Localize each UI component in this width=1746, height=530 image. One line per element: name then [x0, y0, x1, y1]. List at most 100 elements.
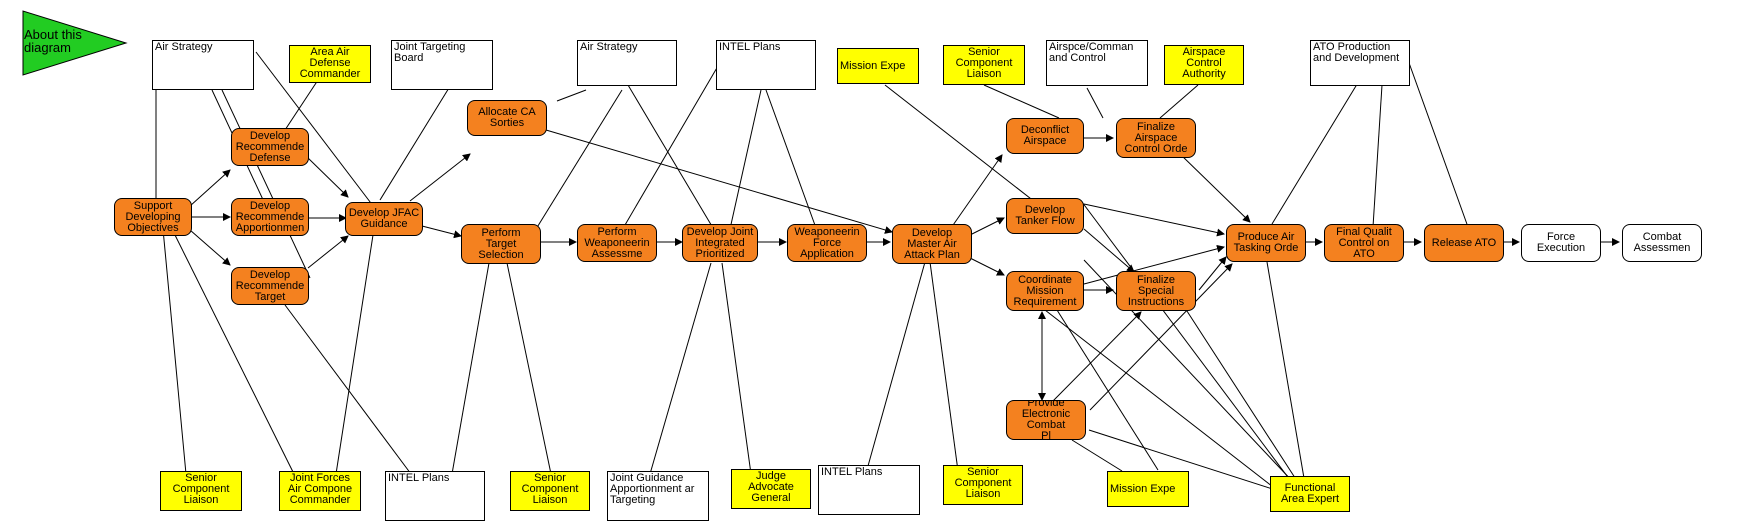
- connector-line: [284, 79, 319, 131]
- ref-label: INTEL Plans: [388, 472, 450, 484]
- ref-label: Airspce/Comman and Control: [1049, 41, 1134, 64]
- flow-arrow: [1083, 203, 1225, 237]
- flow-arrow: [189, 169, 231, 207]
- connector-line: [335, 234, 374, 475]
- connector-line: [627, 84, 714, 229]
- ref-label: Joint Forces Air Compone Commander: [287, 472, 353, 506]
- process-develop-recommended-apportionment[interactable]: Develop Recommende Apportionmen: [231, 198, 309, 236]
- process-support-developing-objectives[interactable]: Support Developing Objectives: [114, 198, 192, 236]
- flow-arrow: [421, 225, 462, 239]
- process-coordinate-mission-requirements[interactable]: Coordinate Mission Requirement: [1006, 271, 1084, 311]
- connector-line: [1159, 84, 1199, 119]
- connector-line: [284, 304, 412, 475]
- ref-label: Judge Advocate General: [748, 470, 794, 504]
- process-produce-air-tasking-order[interactable]: Produce Air Tasking Orde: [1226, 224, 1306, 262]
- ref-label: Mission Expe: [1110, 482, 1176, 495]
- connector-line: [1088, 429, 1283, 493]
- flow-arrow: [1083, 228, 1135, 273]
- ref-label: Senior Component Liaison: [955, 46, 1013, 80]
- ref-senior-component-liaison-top: Senior Component Liaison: [943, 45, 1025, 85]
- flow-arrow: [1089, 263, 1233, 411]
- ref-label: Joint Targeting Board: [394, 41, 466, 64]
- process-label: Combat Assessmen: [1633, 231, 1691, 254]
- connector-line: [221, 89, 311, 279]
- ref-judge-advocate-general: Judge Advocate General: [731, 469, 811, 509]
- connector-line: [1081, 201, 1294, 485]
- process-finalize-airspace-control-order[interactable]: Finalize Airspace Control Orde: [1116, 118, 1196, 158]
- flow-arrow: [950, 154, 1003, 229]
- ref-label: Airspace Control Authority: [1182, 46, 1226, 80]
- connector-line: [1372, 84, 1383, 228]
- process-release-ato[interactable]: Release ATO: [1424, 224, 1504, 262]
- ref-senior-component-liaison-3: Senior Component Liaison: [943, 465, 1023, 505]
- flow-arrow: [1051, 311, 1142, 403]
- process-deconflict-airspace[interactable]: Deconflict Airspace: [1006, 118, 1084, 154]
- ref-intel-plans-top: INTEL Plans: [716, 40, 816, 90]
- connector-line: [1071, 439, 1123, 472]
- process-develop-joint-integrated-prioritized[interactable]: Develop Joint Integrated Prioritized: [682, 224, 758, 262]
- connector-line: [1184, 307, 1300, 485]
- flow-arrow: [409, 153, 471, 202]
- ref-mission-expert-top: Mission Expe: [837, 48, 919, 84]
- connector-line: [1407, 59, 1469, 228]
- process-finalize-special-instructions[interactable]: Finalize Special Instructions: [1116, 271, 1196, 311]
- ref-joint-targeting-board: Joint Targeting Board: [391, 40, 493, 90]
- ref-mission-expert-bottom: Mission Expe: [1107, 471, 1189, 507]
- process-allocate-cas-sorties[interactable]: Allocate CA Sorties: [467, 100, 547, 136]
- process-provide-electronic-combat-plan[interactable]: Provide Electronic Combat Pl: [1006, 400, 1086, 440]
- process-label: Support Developing Objectives: [125, 199, 181, 234]
- process-label: Finalize Airspace Control Orde: [1124, 120, 1188, 155]
- ref-airspace-control-authority: Airspace Control Authority: [1164, 45, 1244, 85]
- ref-label: Senior Component Liaison: [172, 472, 230, 506]
- ref-ato-production-development: ATO Production and Development: [1310, 40, 1410, 86]
- process-label: Develop Tanker Flow: [1015, 204, 1075, 227]
- flow-arrow: [1178, 152, 1251, 223]
- about-triangle-icon[interactable]: [22, 10, 128, 76]
- process-label: Develop Recommende Defense: [235, 129, 305, 164]
- process-develop-jfacc-guidance[interactable]: Develop JFAC Guidance: [345, 202, 423, 236]
- process-force-execution[interactable]: Force Execution: [1521, 224, 1601, 262]
- process-label: Develop Master Air Attack Plan: [904, 226, 960, 261]
- connector-line: [451, 262, 490, 475]
- ref-air-strategy: Air Strategy: [152, 40, 254, 90]
- ref-label: Air Strategy: [155, 41, 213, 53]
- connector-line: [255, 51, 381, 216]
- connector-line: [1044, 309, 1278, 491]
- process-label: Finalize Special Instructions: [1127, 273, 1185, 308]
- process-develop-recommended-target[interactable]: Develop Recommende Target: [231, 267, 309, 305]
- process-label: Release ATO: [1431, 236, 1497, 249]
- ref-intel-plans-bottom-2: INTEL Plans: [818, 465, 920, 515]
- ref-label: Joint Guidance Apportionment ar Targetin…: [610, 472, 695, 506]
- ref-label: INTEL Plans: [719, 41, 781, 53]
- connector-line: [983, 84, 1060, 119]
- flow-arrow: [189, 229, 231, 266]
- ref-intel-plans-bottom-1: INTEL Plans: [385, 471, 485, 521]
- process-perform-weaponeering-assessment[interactable]: Perform Weaponeerin Assessme: [577, 224, 657, 262]
- ref-label: INTEL Plans: [821, 466, 883, 478]
- connector-line: [884, 84, 1036, 203]
- flow-arrow: [965, 255, 1005, 276]
- process-perform-target-selection[interactable]: Perform Target Selection: [461, 224, 541, 264]
- process-label: Weaponeerin Force Application: [794, 225, 860, 260]
- connector-line: [1086, 87, 1104, 119]
- ref-joint-guidance-apportionment: Joint Guidance Apportionment ar Targetin…: [607, 471, 709, 521]
- connector-line: [1056, 309, 1159, 471]
- ref-label: Area Air Defense Commander: [299, 46, 361, 80]
- process-weaponeering-force-application[interactable]: Weaponeerin Force Application: [787, 224, 867, 262]
- process-develop-tanker-flow[interactable]: Develop Tanker Flow: [1006, 198, 1084, 234]
- process-label: Allocate CA Sorties: [478, 106, 536, 129]
- process-final-quality-control-ato[interactable]: Final Qualit Control on ATO: [1324, 224, 1404, 262]
- process-develop-recommended-defense[interactable]: Develop Recommende Defense: [231, 128, 309, 166]
- flow-arrow: [306, 156, 349, 198]
- process-label: Perform Weaponeerin Assessme: [584, 225, 650, 260]
- connector-line: [556, 89, 587, 102]
- connector-line: [867, 261, 926, 467]
- process-label: Develop Recommende Target: [235, 268, 305, 303]
- ref-functional-area-expert: Functional Area Expert: [1270, 476, 1350, 512]
- flow-arrow: [545, 129, 893, 234]
- about-diagram-link[interactable]: About this diagram: [24, 27, 82, 55]
- process-combat-assessment[interactable]: Combat Assessmen: [1622, 224, 1702, 262]
- process-develop-master-air-attack-plan[interactable]: Develop Master Air Attack Plan: [892, 224, 972, 264]
- connector-lines: [155, 51, 1620, 493]
- flow-arrow: [1083, 244, 1225, 285]
